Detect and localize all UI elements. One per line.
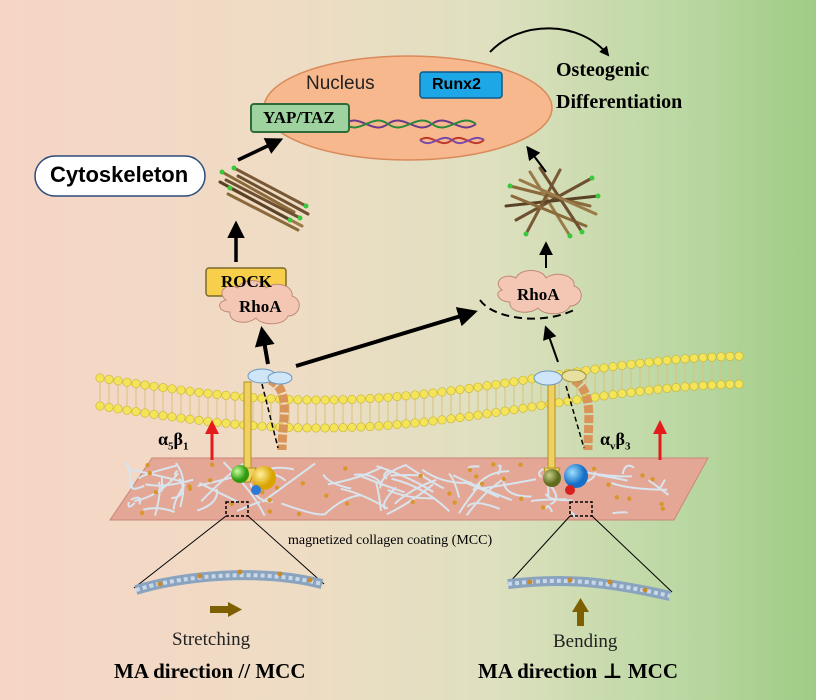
stretch-force-arrow — [210, 602, 242, 617]
arrow-nucleus-to-osteogenic — [489, 27, 610, 57]
bent-fiber-zoom — [507, 575, 672, 601]
aligned-actin-fibers — [218, 165, 310, 232]
collagen-fibers — [124, 461, 670, 519]
bend-force-arrow — [572, 598, 589, 626]
cell-membrane — [95, 351, 744, 433]
dna-icon — [344, 119, 485, 145]
rhoa-left-label: RhoA — [239, 297, 282, 316]
arrow-cytoskeleton-to-nucleus — [237, 138, 284, 162]
rhoa-right-cloud — [497, 270, 582, 315]
rhoa-right-label: RhoA — [517, 285, 560, 304]
callout-line-left-a — [133, 515, 227, 589]
callout-line-left-b — [247, 515, 325, 585]
cytoskeleton-label: Cytoskeleton — [50, 162, 189, 187]
rhoa-left-cloud — [219, 280, 300, 325]
osteogenic-label-line1: Osteogenic — [556, 59, 650, 81]
ma-perpendicular-label: MA direction ⊥ MCC — [478, 659, 678, 683]
random-actin-fibers — [504, 166, 601, 239]
integrin-right-label: αvβ3 — [600, 429, 631, 453]
yap-taz-box — [250, 103, 350, 133]
arrow-random-to-nucleus — [526, 145, 547, 173]
runx2-box — [419, 71, 503, 99]
rock-label: ROCK — [221, 272, 272, 291]
ma-parallel-label: MA direction // MCC — [114, 659, 306, 683]
callout-line-right-a — [507, 515, 571, 585]
arrow-left-integrin-to-right-rhoa — [295, 307, 478, 368]
osteogenic-label-line2: Differentiation — [556, 91, 683, 113]
cytoskeleton-box — [34, 155, 206, 197]
stretched-fiber-zoom — [134, 569, 324, 595]
integrin-alphav-beta3 — [533, 369, 594, 495]
rhoa-right-dashed — [479, 299, 575, 320]
nucleus-label: Nucleus — [306, 73, 375, 94]
upregulation-arrow-left — [205, 420, 219, 460]
stretching-label: Stretching — [172, 629, 251, 650]
callout-line-right-b — [591, 515, 673, 593]
integrin-alpha5-beta1 — [231, 368, 293, 495]
bending-label: Bending — [553, 631, 618, 652]
callout-box-right — [569, 501, 593, 517]
arrow-right-integrin-to-rhoa — [543, 325, 559, 363]
yap-taz-label: YAP/TAZ — [263, 108, 335, 127]
runx2-label: Runx2 — [432, 76, 481, 93]
arrow-left-integrin-to-rhoa — [254, 326, 275, 365]
mcc-label: magnetized collagen coating (MCC) — [288, 533, 493, 548]
integrin-left-label: α5β1 — [158, 429, 189, 453]
callout-box-left — [225, 501, 249, 517]
upregulation-arrow-right — [653, 420, 667, 460]
